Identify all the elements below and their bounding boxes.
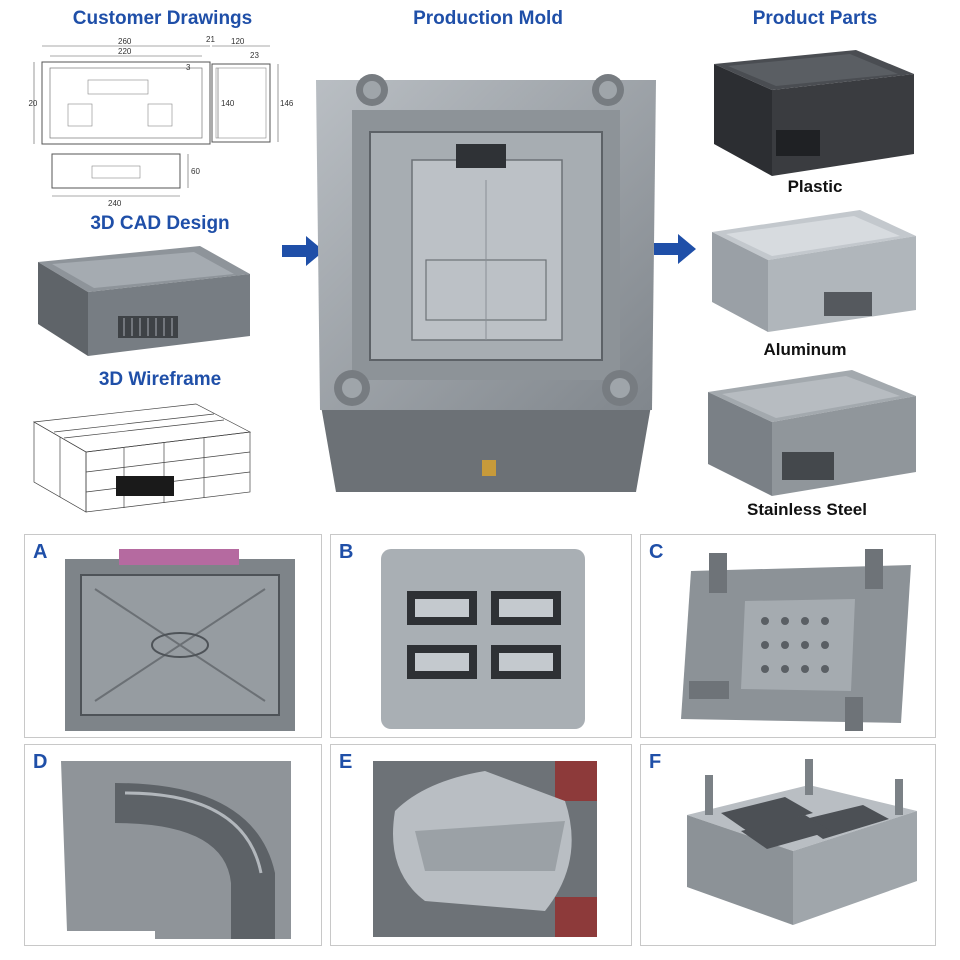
panel-label: B	[339, 541, 354, 563]
panel-a: A	[24, 534, 322, 738]
dim-side-height: 146	[280, 99, 294, 108]
customer-drawings-heading: Customer Drawings	[72, 8, 253, 29]
material-plastic-label: Plastic	[787, 177, 843, 196]
dim-side-inner: 23	[250, 51, 259, 60]
production-mold-heading: Production Mold	[413, 8, 563, 29]
panel-f: F	[640, 744, 936, 946]
material-aluminum-label: Aluminum	[763, 340, 847, 359]
dim-small-tag: 21	[206, 35, 215, 44]
dim-inner-width: 220	[118, 47, 132, 56]
stainless-part-image	[708, 370, 916, 496]
dim-front-height: 60	[191, 167, 200, 176]
panel-b: B	[330, 534, 632, 738]
mold-image	[681, 549, 911, 731]
panel-e: E	[330, 744, 632, 946]
dim-top-width: 260	[118, 37, 132, 46]
dim-height-inner: 140	[221, 99, 235, 108]
dim-front-width: 240	[108, 199, 122, 208]
mold-image	[373, 761, 597, 937]
panel-c: C	[640, 534, 936, 738]
plastic-part-image	[714, 50, 914, 176]
panel-d: D	[24, 744, 322, 946]
panel-label: C	[649, 541, 664, 563]
mold-image	[65, 549, 295, 731]
material-stainless-label: Stainless Steel	[746, 500, 867, 519]
mold-image	[61, 761, 291, 939]
dim-small-tag2: 3	[186, 63, 191, 72]
panel-label: A	[33, 541, 48, 563]
panel-label: E	[339, 751, 353, 773]
arrow-right-icon	[282, 236, 324, 266]
product-parts-heading: Product Parts	[752, 8, 878, 29]
mold-image	[687, 759, 917, 925]
mold-image	[381, 549, 585, 729]
production-mold-image	[316, 74, 656, 492]
arrow-right-icon	[654, 234, 696, 264]
panel-label: F	[649, 751, 662, 773]
aluminum-part-image	[712, 210, 916, 332]
dim-side-width: 120	[231, 37, 245, 46]
panel-label: D	[33, 751, 48, 773]
wireframe-heading: 3D Wireframe	[98, 369, 222, 390]
cad-design-heading: 3D CAD Design	[90, 213, 230, 234]
wireframe-render	[32, 403, 252, 513]
technical-drawing: 260 220 220 140 21 120 23 146 3 240 60	[28, 35, 294, 208]
cad-render	[38, 246, 250, 356]
dim-height-left: 220	[28, 99, 38, 108]
